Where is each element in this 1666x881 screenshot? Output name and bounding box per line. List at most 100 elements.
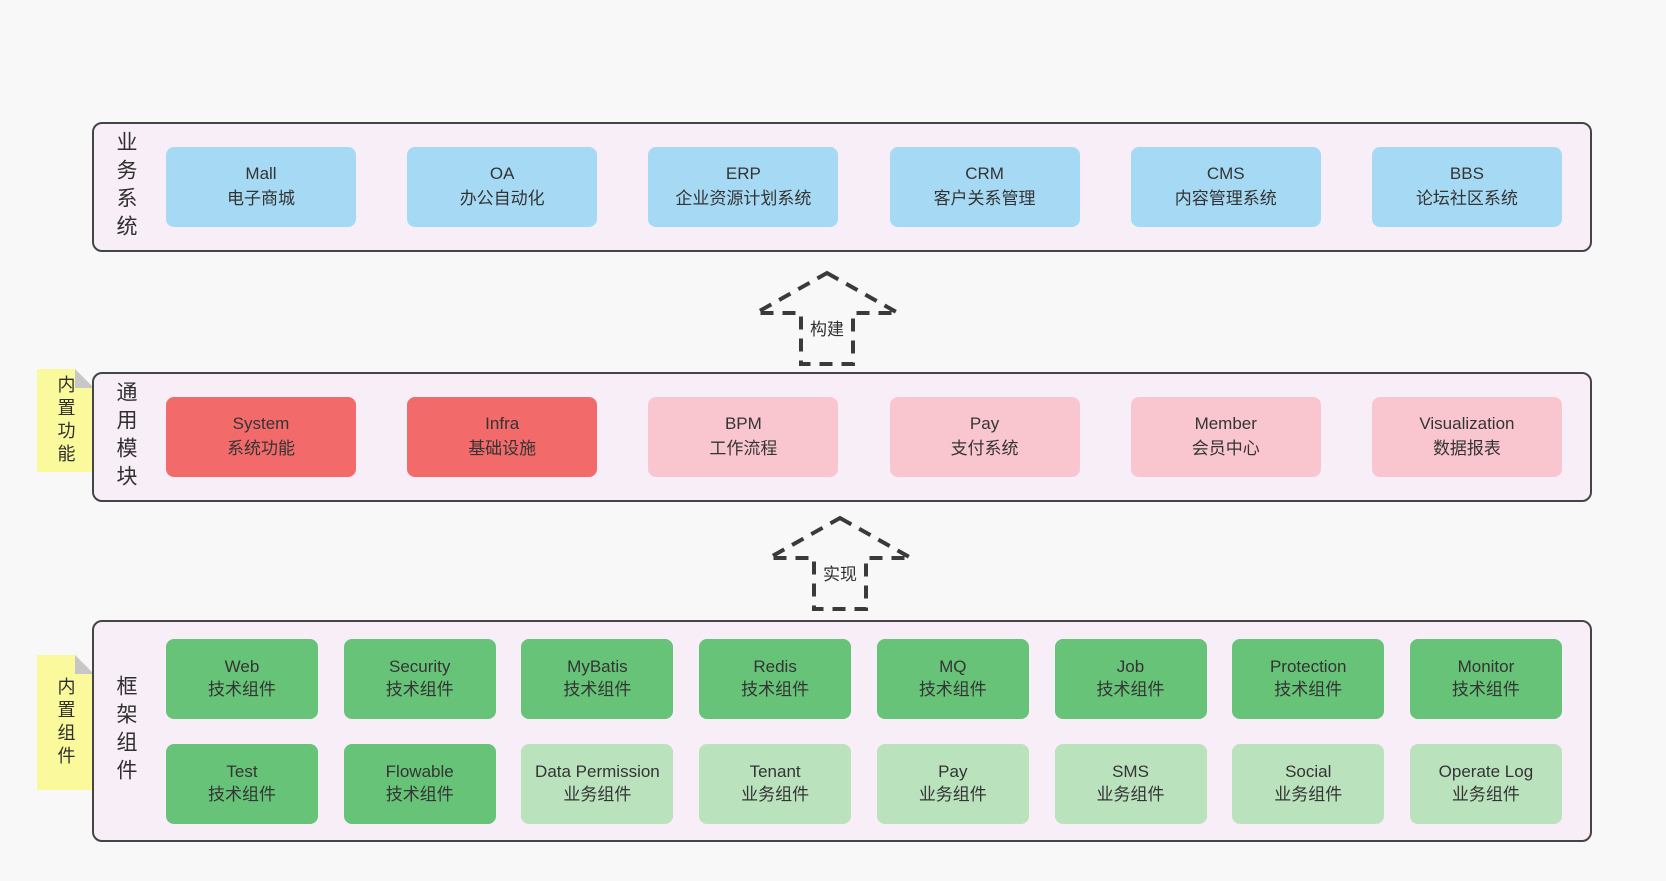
box-subtitle: 基础设施 <box>468 439 537 458</box>
box-title: Operate Log <box>1438 761 1534 781</box>
dashed-up-arrow-icon <box>765 515 915 611</box>
band-label-modules: 通用模块 <box>114 381 137 493</box>
box-title: Web <box>224 656 260 676</box>
box-subtitle: 技术组件 <box>385 784 454 804</box>
box-tenant: Tenant 业务组件 <box>699 743 852 824</box>
modules-boxes-row: System 系统功能 Infra 基础设施 BPM 工作流程 Pay 支付系统 Member 会… <box>140 374 1590 500</box>
box-member: Member 会员中心 <box>1130 397 1321 477</box>
box-title: Member <box>1194 414 1257 434</box>
box-title: Test <box>226 761 258 781</box>
box-subtitle: 客户关系管理 <box>933 189 1036 208</box>
box-subtitle: 技术组件 <box>1451 679 1520 699</box>
box-subtitle: 企业资源计划系统 <box>675 189 812 208</box>
implement-arrow-label: 实现 <box>819 559 861 586</box>
box-subtitle: 业务组件 <box>1274 784 1343 804</box>
box-cms: CMS 内容管理系统 <box>1130 147 1321 227</box>
box-subtitle: 会员中心 <box>1191 439 1260 458</box>
box-subtitle: 业务组件 <box>563 784 632 804</box>
box-subtitle: 技术组件 <box>563 679 632 699</box>
box-mall: Mall 电子商城 <box>166 147 356 227</box>
box-title: ERP <box>725 164 761 184</box>
box-subtitle: 技术组件 <box>385 679 454 699</box>
box-subtitle: 电子商城 <box>227 189 295 208</box>
box-social: Social 业务组件 <box>1232 743 1385 824</box>
box-web: Web 技术组件 <box>166 638 318 719</box>
box-subtitle: 技术组件 <box>741 679 810 699</box>
band-label-business: 业务系统 <box>114 131 137 243</box>
box-title: Security <box>388 656 451 676</box>
band-label-components: 框架组件 <box>114 675 137 787</box>
box-title: Visualization <box>1419 414 1515 434</box>
box-subtitle: 业务组件 <box>1096 784 1165 804</box>
box-title: Monitor <box>1457 656 1515 676</box>
box-title: Tenant <box>749 761 801 781</box>
box-subtitle: 办公自动化 <box>459 189 545 208</box>
sticky-note-builtin-features: 内置功能 <box>37 369 94 472</box>
box-security: Security 技术组件 <box>343 638 496 719</box>
build-arrow: 构建 <box>752 268 902 368</box>
box-title: Pay <box>938 761 968 781</box>
box-subtitle: 论坛社区系统 <box>1415 189 1518 208</box>
box-title: Data Permission <box>535 761 660 781</box>
business-boxes-row: Mall 电子商城 OA 办公自动化 ERP 企业资源计划系统 CRM 客户关系管理 CMS 内容… <box>140 124 1590 250</box>
folded-corner-icon <box>75 369 94 388</box>
box-title: Infra <box>485 414 520 434</box>
box-subtitle: 技术组件 <box>918 679 987 699</box>
box-title: SMS <box>1112 761 1149 781</box>
box-subtitle: 业务组件 <box>741 784 810 804</box>
box-crm: CRM 客户关系管理 <box>889 147 1080 227</box>
box-subtitle: 技术组件 <box>208 679 276 699</box>
box-subtitle: 技术组件 <box>1274 679 1343 699</box>
box-subtitle: 系统功能 <box>227 439 295 458</box>
box-erp: ERP 企业资源计划系统 <box>648 147 839 227</box>
box-bbs: BBS 论坛社区系统 <box>1371 147 1562 227</box>
box-bpm: BPM 工作流程 <box>648 397 839 477</box>
box-title: Social <box>1285 761 1332 781</box>
dashed-up-arrow-icon <box>752 270 902 366</box>
box-test: Test 技术组件 <box>166 743 318 824</box>
box-title: BBS <box>1449 164 1484 184</box>
box-redis: Redis 技术组件 <box>699 638 852 719</box>
implement-arrow: 实现 <box>765 513 915 613</box>
box-system: System 系统功能 <box>166 397 356 477</box>
build-arrow-label: 构建 <box>806 314 848 341</box>
box-oa: OA 办公自动化 <box>407 147 598 227</box>
box-title: MQ <box>939 656 967 676</box>
box-infra: Infra 基础设施 <box>407 397 598 477</box>
box-title: Redis <box>753 656 797 676</box>
box-title: BPM <box>724 414 762 434</box>
box-subtitle: 工作流程 <box>709 439 778 458</box>
box-title: Pay <box>969 414 1000 434</box>
box-sms: SMS 业务组件 <box>1054 743 1207 824</box>
box-subtitle: 支付系统 <box>950 439 1019 458</box>
sticky-note-builtin-components: 内置组件 <box>37 655 94 790</box>
box-title: CMS <box>1206 164 1245 184</box>
box-subtitle: 数据报表 <box>1432 439 1501 458</box>
box-mybatis: MyBatis 技术组件 <box>521 638 674 719</box>
box-title: OA <box>489 164 515 184</box>
box-title: System <box>232 414 290 434</box>
sticky-note-label: 内置组件 <box>55 676 76 769</box>
business-systems-band: 业务系统 Mall 电子商城 OA 办公自动化 ERP 企业资源计划系统 CRM 客户关系管理… <box>92 122 1592 252</box>
box-subtitle: 技术组件 <box>208 784 276 804</box>
box-visualization: Visualization 数据报表 <box>1371 397 1562 477</box>
box-title: CRM <box>965 164 1004 184</box>
folded-corner-icon <box>75 655 94 674</box>
box-title: MyBatis <box>567 656 628 676</box>
box-mq: MQ 技术组件 <box>876 638 1029 719</box>
box-title: Job <box>1116 656 1145 676</box>
box-title: Flowable <box>385 761 454 781</box>
box-subtitle: 内容管理系统 <box>1174 189 1277 208</box>
sticky-note-label: 内置功能 <box>55 374 76 467</box>
box-monitor: Monitor 技术组件 <box>1409 638 1562 719</box>
box-flowable: Flowable 技术组件 <box>343 743 496 824</box>
common-modules-band: 通用模块 System 系统功能 Infra 基础设施 BPM 工作流程 Pay 支付系统 Me… <box>92 372 1592 502</box>
box-title: Mall <box>245 164 277 184</box>
